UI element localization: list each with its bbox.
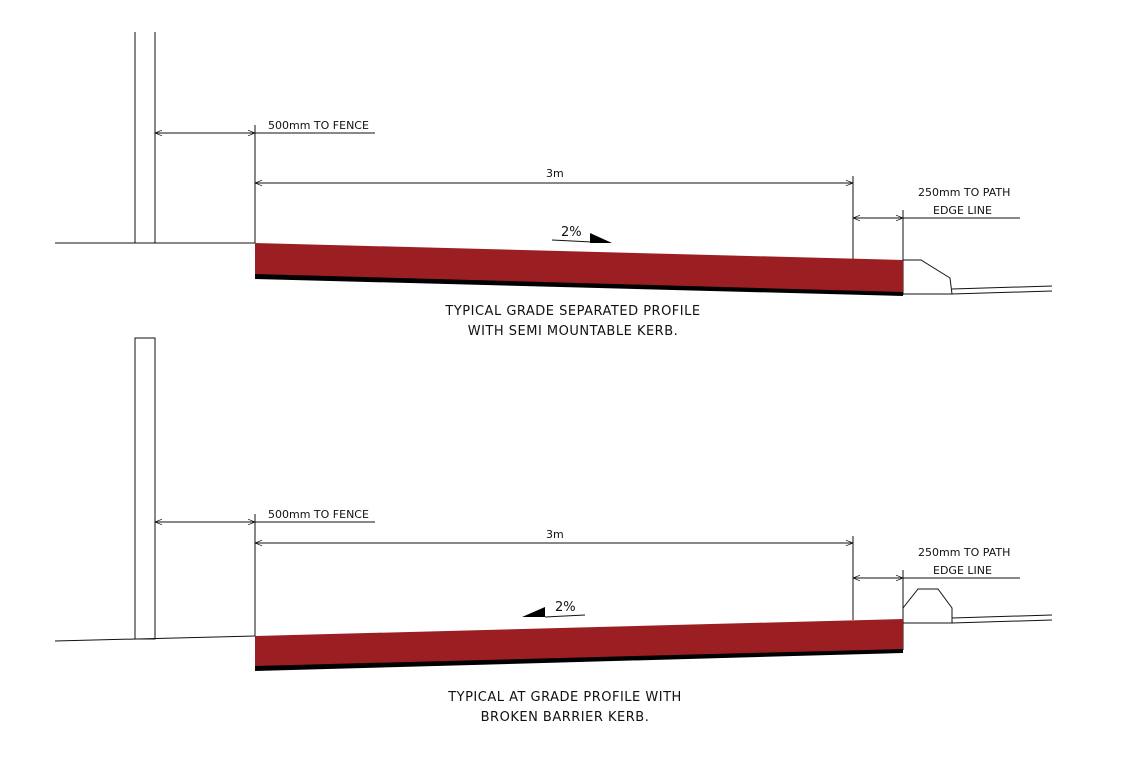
semi-mountable-kerb bbox=[903, 259, 953, 295]
caption-line-2: WITH SEMI MOUNTABLE KERB. bbox=[468, 324, 679, 339]
edge-dimension-label-2: EDGE LINE bbox=[933, 204, 992, 217]
edge-dimension-label-1: 250mm TO PATH bbox=[918, 546, 1010, 559]
fence-dimension-label: 500mm TO FENCE bbox=[268, 508, 369, 521]
barrier-kerb bbox=[902, 588, 953, 624]
edge-dimension-label-2: EDGE LINE bbox=[933, 564, 992, 577]
grade-label: 2% bbox=[555, 600, 576, 615]
profile-at-grade: 500mm TO FENCE 3m 250mm TO PATH EDGE LIN… bbox=[54, 337, 1053, 725]
width-dimension-label: 3m bbox=[546, 528, 564, 541]
shared-path-surface bbox=[255, 243, 903, 292]
profile-grade-separated: 500mm TO FENCE 3m 250mm TO PATH EDGE LIN… bbox=[55, 32, 1053, 339]
caption-line-2: BROKEN BARRIER KERB. bbox=[481, 710, 650, 725]
road-line bbox=[951, 290, 1053, 295]
grade-arrow-icon bbox=[522, 607, 545, 617]
road-line bbox=[951, 614, 1053, 619]
caption-line-1: TYPICAL AT GRADE PROFILE WITH bbox=[447, 690, 682, 705]
edge-dimension-label-1: 250mm TO PATH bbox=[918, 186, 1010, 199]
grade-underline bbox=[551, 239, 593, 243]
fence-post bbox=[134, 337, 156, 640]
grade-arrow-icon bbox=[590, 233, 612, 243]
caption-line-1: TYPICAL GRADE SEPARATED PROFILE bbox=[444, 304, 700, 319]
fence-post bbox=[134, 32, 156, 243]
fence-dimension-label: 500mm TO FENCE bbox=[268, 119, 369, 132]
shared-path-surface bbox=[255, 619, 903, 666]
width-dimension-label: 3m bbox=[546, 167, 564, 180]
grade-label: 2% bbox=[561, 225, 582, 240]
road-line bbox=[951, 619, 1053, 624]
path-base bbox=[255, 273, 903, 296]
grade-underline bbox=[544, 614, 586, 618]
path-base bbox=[255, 648, 903, 671]
road-line bbox=[951, 285, 1053, 290]
